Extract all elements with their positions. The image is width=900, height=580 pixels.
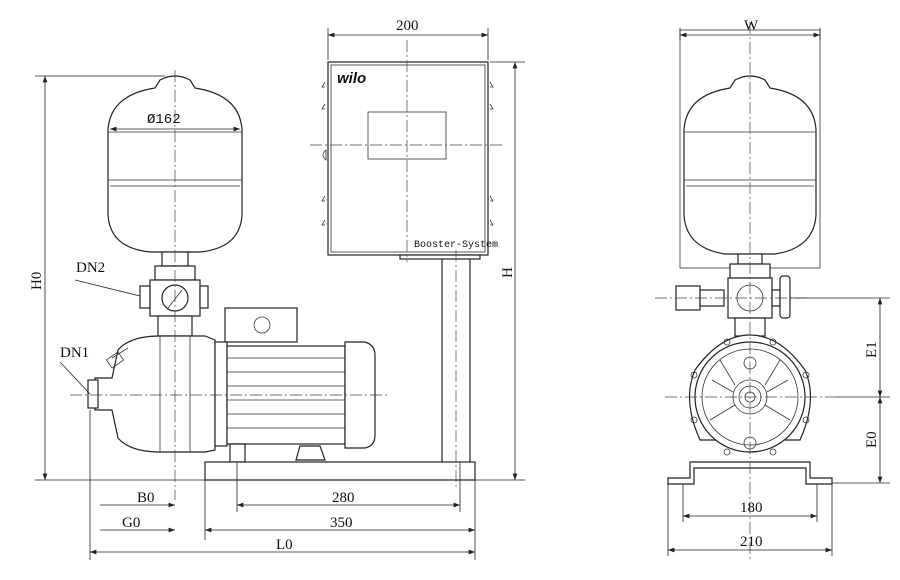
width-w-label: W <box>744 18 759 34</box>
g0-label: G0 <box>122 515 140 531</box>
height-h-label: H <box>500 267 516 278</box>
dim-280-label: 280 <box>332 490 355 506</box>
tank-diameter-label: Ø162 <box>147 112 181 128</box>
dn2-label: DN2 <box>76 260 105 276</box>
dn1-label: DN1 <box>60 345 89 361</box>
dimension-lines <box>35 28 525 560</box>
b0-label: B0 <box>137 490 155 506</box>
side-view: Ø162 <box>29 18 525 560</box>
dimension-lines-front <box>667 28 890 556</box>
dim-210-label: 210 <box>740 534 763 550</box>
motor <box>214 307 376 463</box>
valve-block-front <box>675 253 791 337</box>
dim-350-label: 350 <box>330 515 353 531</box>
dim-180-label: 180 <box>740 500 763 516</box>
stand-post <box>441 250 471 490</box>
l0-label: L0 <box>276 537 293 553</box>
control-box: wilo Booster-System <box>321 61 498 260</box>
e0-label: E0 <box>864 431 880 448</box>
wilo-logo: wilo <box>337 70 366 87</box>
front-view: W E1 E0 180 210 <box>655 18 890 560</box>
box-width-label: 200 <box>396 18 419 34</box>
valve-block <box>139 251 209 337</box>
e1-label: E1 <box>864 341 880 358</box>
height-h0-label: H0 <box>29 272 45 290</box>
pump-body <box>87 335 216 453</box>
base-plate <box>204 461 476 481</box>
booster-system-label: Booster-System <box>414 240 498 251</box>
